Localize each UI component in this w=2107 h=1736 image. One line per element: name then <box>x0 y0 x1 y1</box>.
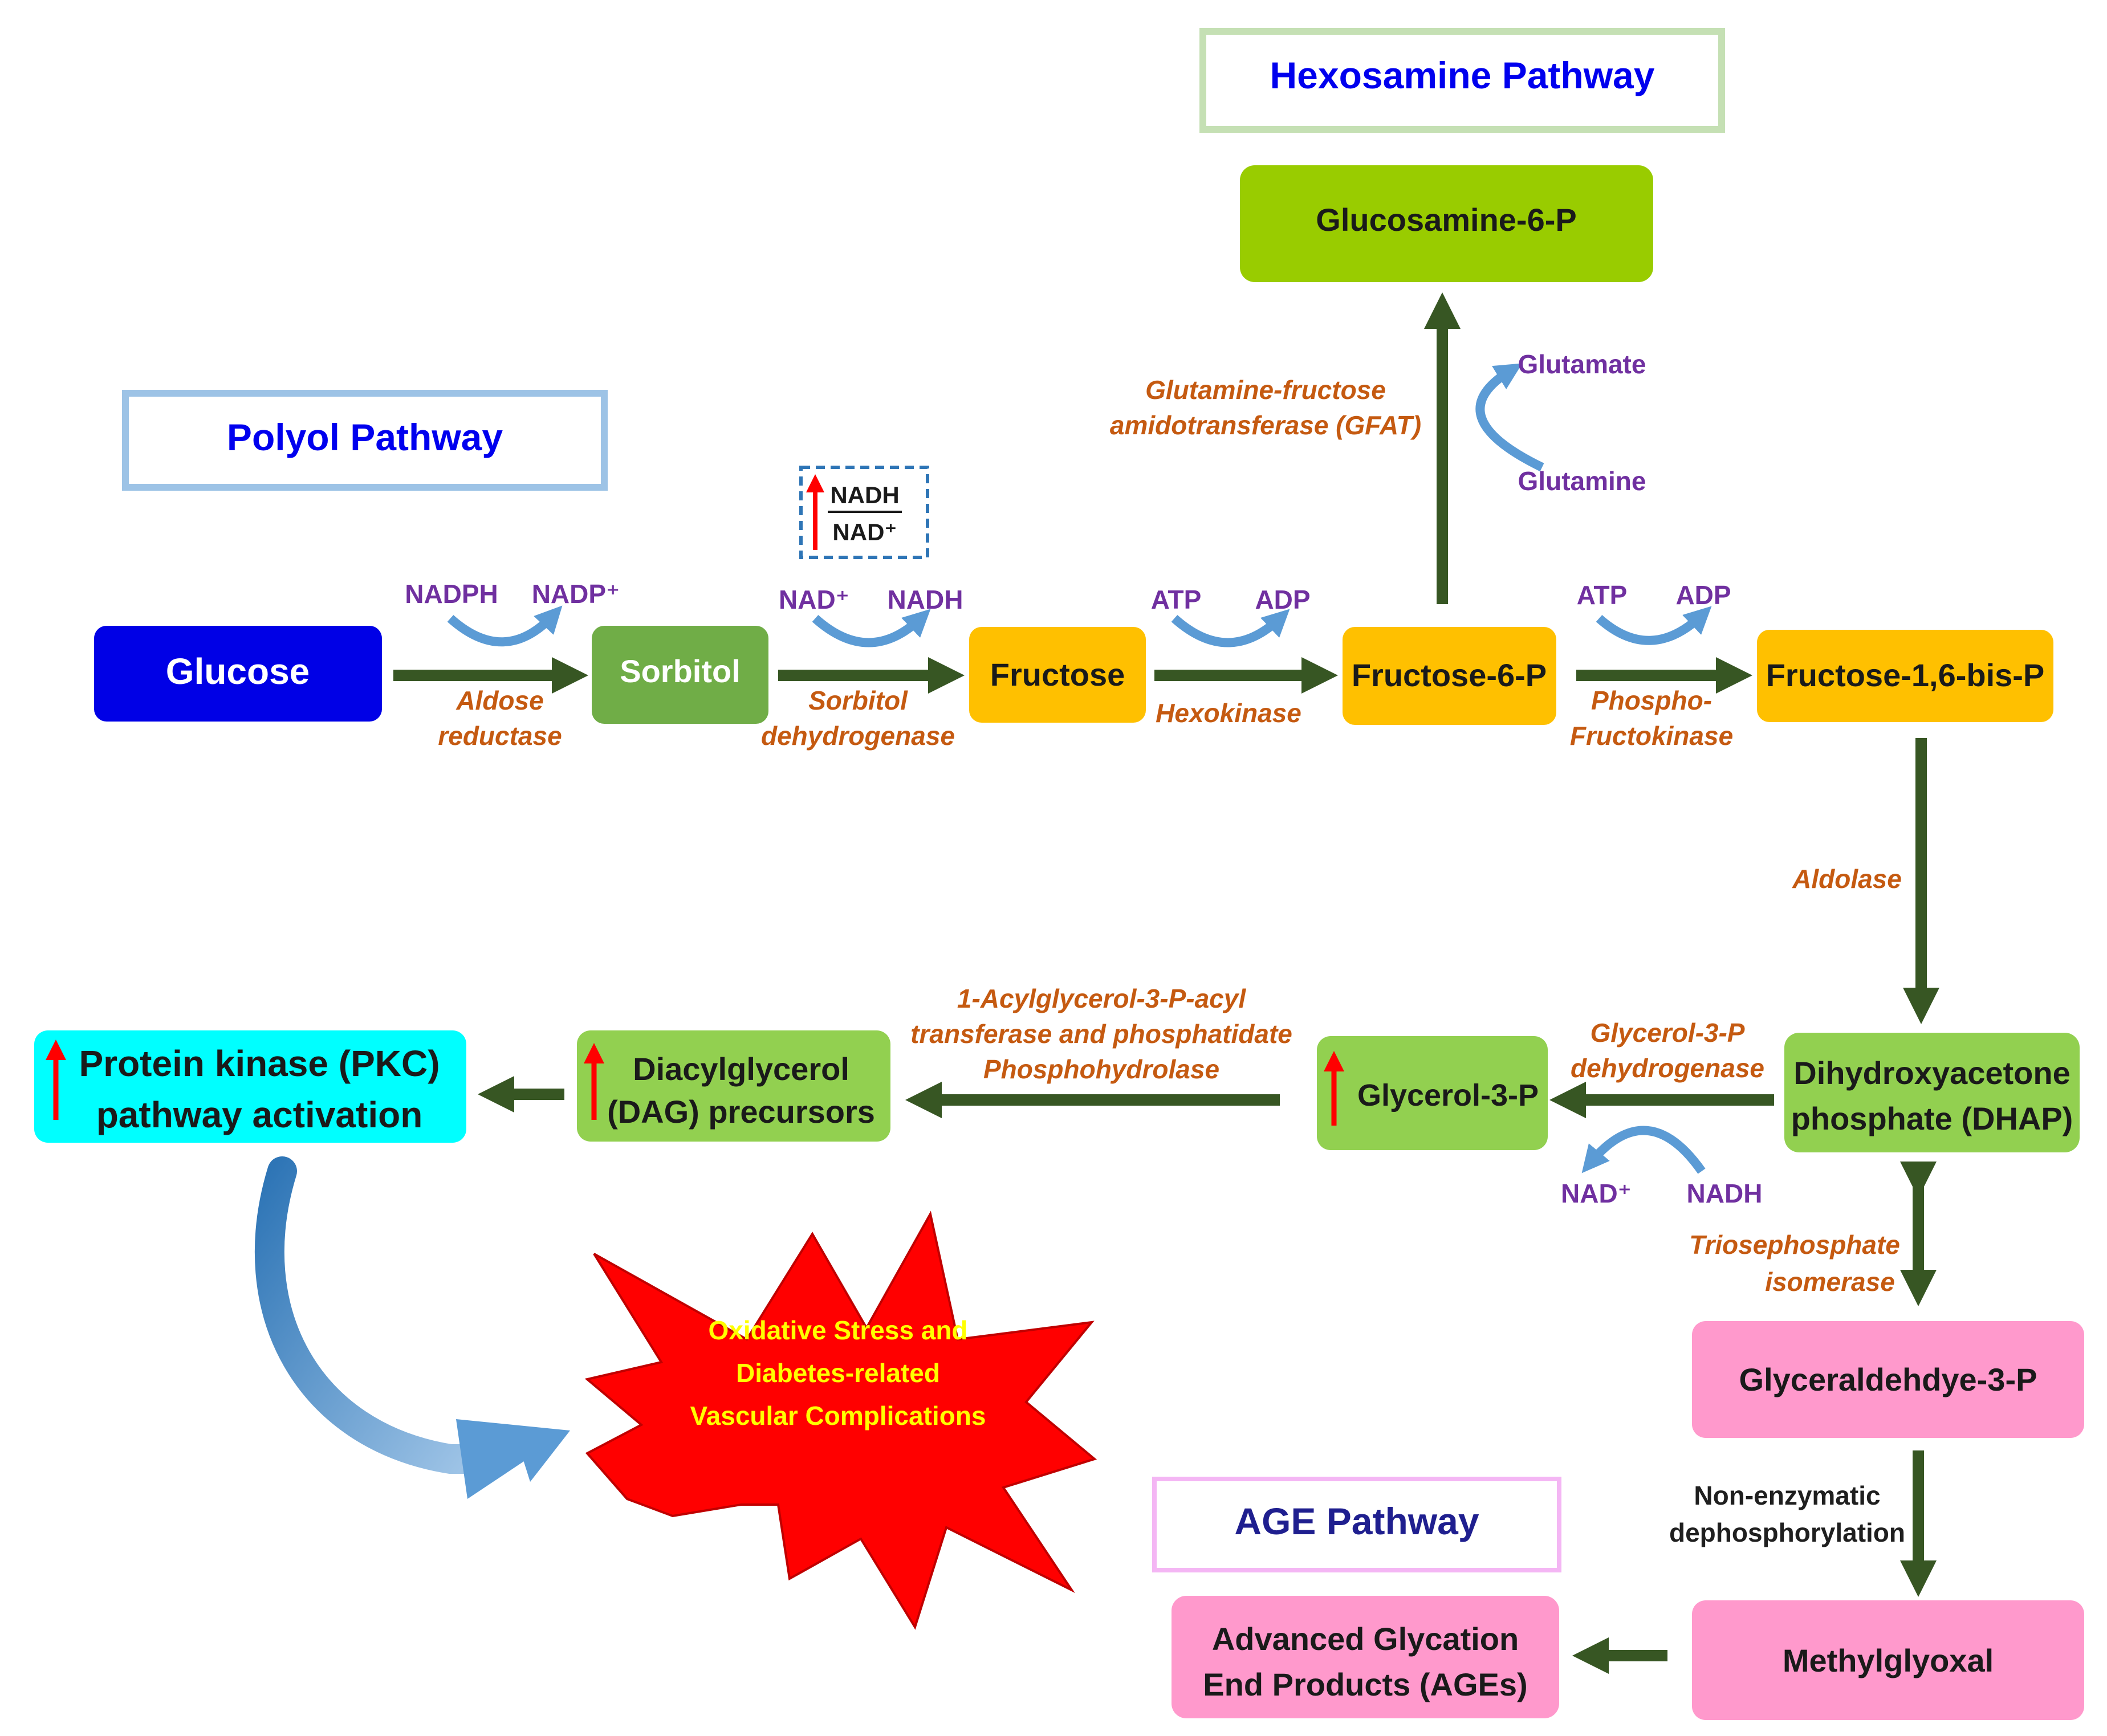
cofactor-adp: ADP <box>1675 580 1731 610</box>
svg-text:Dihydroxyacetone: Dihydroxyacetone <box>1793 1055 2071 1091</box>
enzyme-aldose-reductase: reductase <box>438 721 562 751</box>
cofactor-nadh: NADH <box>888 585 963 614</box>
enzyme-sorbitol-dehydrogenase: dehydrogenase <box>761 721 955 751</box>
glutamine-glutamate-arrow <box>1475 363 1544 472</box>
fructose-6-p-node: Fructose-6-P <box>1343 627 1556 725</box>
pkc-node: Protein kinase (PKC) pathway activation <box>34 1030 466 1143</box>
enzyme-agpat-pap: Phosphohydrolase <box>983 1054 1219 1084</box>
cofactor-atp: ATP <box>1577 580 1628 610</box>
glyceraldehyde-3-p-node: Glyceraldehdye-3-P <box>1692 1321 2084 1438</box>
atp-adp-arrow-2 <box>1596 606 1712 645</box>
nadh-nad-ratio-box: NADH NAD⁺ <box>799 466 929 559</box>
svg-text:phosphate (DHAP): phosphate (DHAP) <box>1791 1101 2073 1136</box>
svg-text:Glyceraldehdye-3-P: Glyceraldehdye-3-P <box>1739 1362 2037 1397</box>
methylglyoxal-node: Methylglyoxal <box>1692 1600 2084 1720</box>
cofactor-nadp: NADP⁺ <box>532 579 620 609</box>
outcome-starburst: Oxidative Stress and Diabetes-related Va… <box>584 1211 1097 1630</box>
fructose-node: Fructose <box>969 627 1146 723</box>
svg-text:Protein kinase (PKC): Protein kinase (PKC) <box>79 1043 440 1084</box>
age-pathway-title: AGE Pathway <box>1152 1477 1561 1572</box>
ratio-denominator: NAD⁺ <box>832 519 897 545</box>
enzyme-agpat-pap: 1-Acylglycerol-3-P-acyl <box>957 984 1246 1013</box>
enzyme-phosphofructokinase: Phospho- <box>1591 686 1712 715</box>
enzyme-labels: Glutamine-fructose amidotransferase (GFA… <box>438 375 1905 1547</box>
enzyme-glycerol-3-p-dehydrogenase: Glycerol-3-P <box>1591 1018 1745 1048</box>
svg-text:pathway activation: pathway activation <box>96 1094 423 1135</box>
svg-text:Fructose-1,6-bis-P: Fructose-1,6-bis-P <box>1766 657 2045 693</box>
sorbitol-node: Sorbitol <box>592 626 768 724</box>
enzyme-sorbitol-dehydrogenase: Sorbitol <box>808 686 908 715</box>
non-enzymatic-label: dephosphorylation <box>1669 1518 1905 1547</box>
enzyme-agpat-pap: transferase and phosphatidate <box>910 1019 1292 1049</box>
fructose-1-6-bis-p-node: Fructose-1,6-bis-P <box>1757 630 2053 722</box>
outcome-text: Vascular Complications <box>690 1401 986 1431</box>
enzyme-hexokinase: Hexokinase <box>1156 698 1301 728</box>
svg-text:Glycerol-3-P: Glycerol-3-P <box>1357 1078 1539 1112</box>
svg-text:Diacylglycerol: Diacylglycerol <box>633 1051 849 1087</box>
nadh-nad-arrow-2 <box>1581 1126 1706 1174</box>
non-enzymatic-label: Non-enzymatic <box>1694 1481 1880 1510</box>
cofactor-atp: ATP <box>1151 585 1202 614</box>
hexosamine-title-text: Hexosamine Pathway <box>1270 54 1655 96</box>
outcome-text: Diabetes-related <box>736 1358 940 1388</box>
enzyme-aldose-reductase: Aldose <box>455 686 543 715</box>
enzyme-gfat: Glutamine-fructose <box>1145 375 1386 405</box>
reaction-arrows <box>393 292 1940 1674</box>
dag-node: Diacylglycerol (DAG) precursors <box>577 1030 890 1142</box>
cofactor-nad: NAD⁺ <box>1561 1179 1632 1208</box>
enzyme-triosephosphate-isomerase: isomerase <box>1765 1267 1895 1297</box>
enzyme-glycerol-3-p-dehydrogenase: dehydrogenase <box>1571 1053 1764 1083</box>
cofactor-nadph: NADPH <box>405 579 498 609</box>
nad-nadh-arrow-1 <box>812 609 931 647</box>
cofactor-nadh: NADH <box>1687 1179 1763 1208</box>
svg-text:Methylglyoxal: Methylglyoxal <box>1783 1643 1994 1678</box>
enzyme-aldolase: Aldolase <box>1792 864 1902 894</box>
cofactor-labels: NADPH NADP⁺ NAD⁺ NADH ATP ADP ATP ADP Gl… <box>405 349 1762 1208</box>
atp-adp-arrow-1 <box>1171 609 1290 647</box>
hexosamine-pathway-title: Hexosamine Pathway <box>1199 28 1725 133</box>
glycerol-3-p-node: Glycerol-3-P <box>1317 1036 1548 1150</box>
ages-node: Advanced Glycation End Products (AGEs) <box>1172 1596 1559 1718</box>
svg-text:Fructose-6-P: Fructose-6-P <box>1352 657 1547 693</box>
ratio-numerator: NADH <box>830 482 899 508</box>
nadph-nadp-arrow <box>447 605 563 647</box>
svg-text:Glucose: Glucose <box>166 651 310 692</box>
outcome-text: Oxidative Stress and <box>708 1315 967 1345</box>
glucose-node: Glucose <box>94 626 382 722</box>
enzyme-phosphofructokinase: Fructokinase <box>1570 721 1733 751</box>
cofactor-glutamate: Glutamate <box>1518 349 1646 379</box>
enzyme-triosephosphate-isomerase: Triosephosphate <box>1689 1230 1900 1260</box>
polyol-title-text: Polyol Pathway <box>227 416 503 458</box>
svg-text:Fructose: Fructose <box>990 657 1125 692</box>
svg-text:Sorbitol: Sorbitol <box>620 653 741 689</box>
svg-text:Advanced Glycation: Advanced Glycation <box>1212 1621 1519 1657</box>
polyol-pathway-title: Polyol Pathway <box>122 390 608 491</box>
enzyme-gfat: amidotransferase (GFAT) <box>1110 410 1421 440</box>
dhap-node: Dihydroxyacetone phosphate (DHAP) <box>1784 1033 2080 1152</box>
pkc-to-outcome-arrow <box>255 1156 570 1499</box>
cofactor-glutamine: Glutamine <box>1518 466 1646 496</box>
svg-text:(DAG) precursors: (DAG) precursors <box>607 1094 875 1130</box>
cofactor-adp: ADP <box>1255 585 1310 614</box>
age-title-text: AGE Pathway <box>1234 1500 1479 1542</box>
svg-text:End Products (AGEs): End Products (AGEs) <box>1203 1666 1527 1702</box>
svg-text:Glucosamine-6-P: Glucosamine-6-P <box>1316 202 1576 238</box>
glucosamine-6-p-node: Glucosamine-6-P <box>1240 165 1653 282</box>
cofactor-nad: NAD⁺ <box>779 585 849 614</box>
cofactor-arrows <box>447 363 1712 1174</box>
